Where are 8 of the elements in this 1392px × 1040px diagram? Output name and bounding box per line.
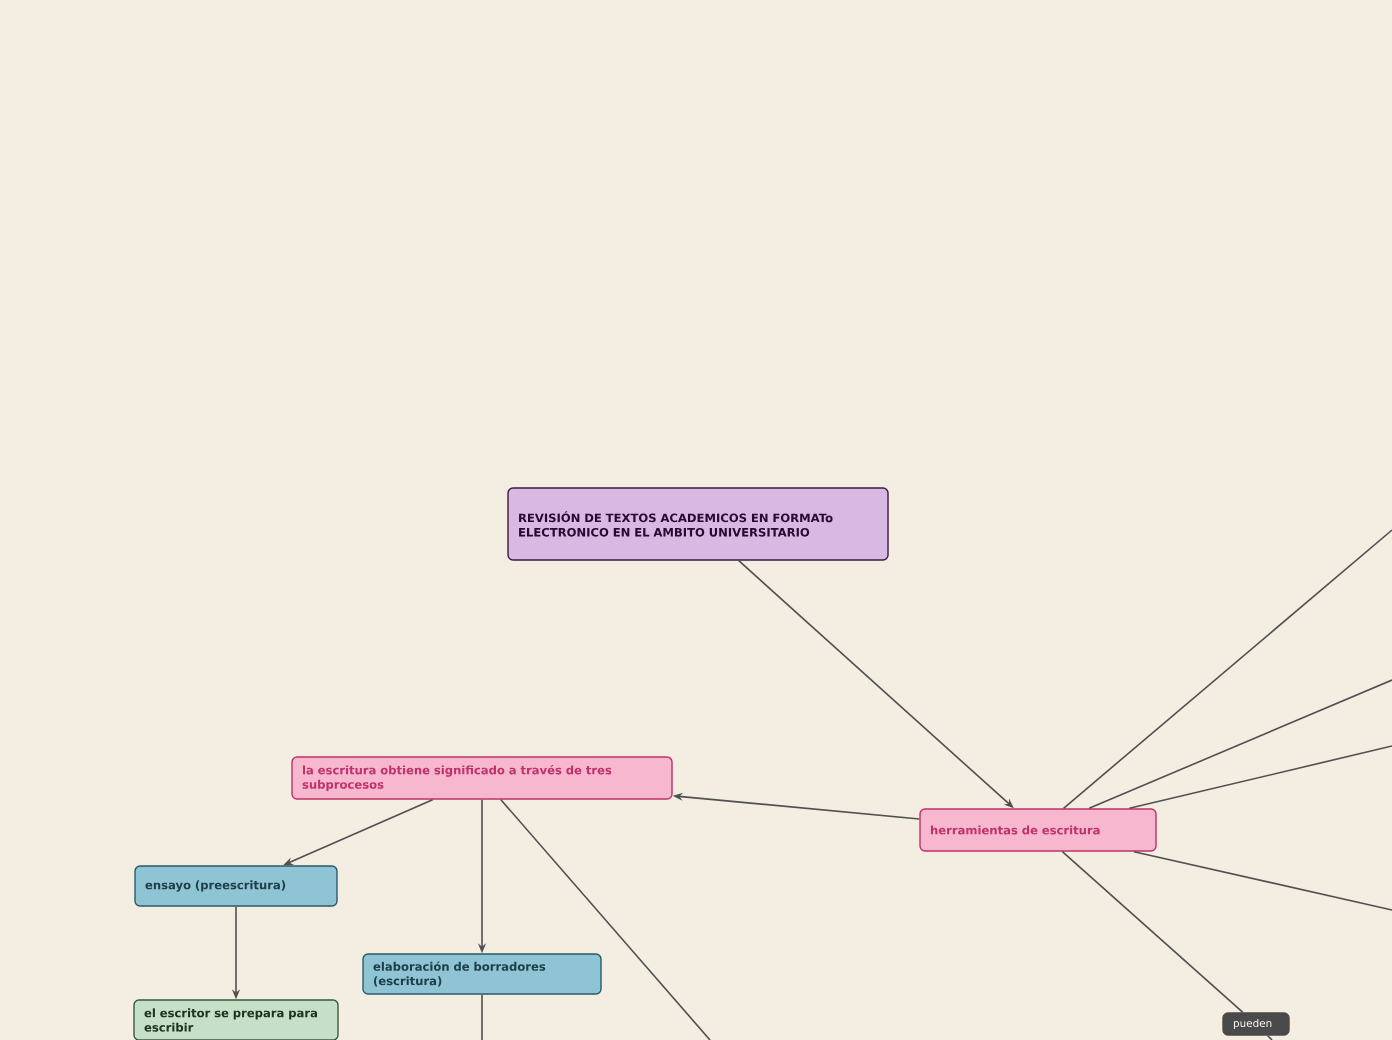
- connector-line: [1128, 745, 1392, 810]
- connector-line: [1266, 1034, 1273, 1040]
- connector-line: [481, 993, 483, 1040]
- connector-line: [1088, 679, 1392, 810]
- connector-line: [500, 798, 711, 1040]
- connector-line: [1061, 850, 1244, 1014]
- connector-line: [1133, 850, 1392, 911]
- connector-line: [1062, 529, 1392, 810]
